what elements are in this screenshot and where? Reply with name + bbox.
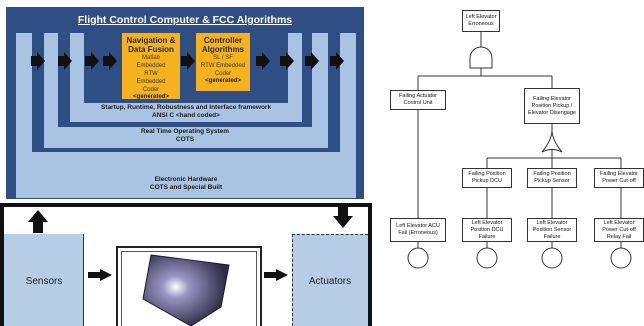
arrow-right-icon (256, 52, 270, 70)
aircraft-model-image (142, 254, 230, 326)
controller-algorithms-box: Controller Algorithms SL / SF RTW Embedd… (196, 33, 250, 91)
ft-left-branch: Failing Actuator Control Unit (390, 90, 446, 110)
nav-tag: <generated> (133, 94, 169, 100)
arrow-right-icon (85, 52, 99, 70)
hardware-label-2: COTS and Special Built (149, 184, 223, 191)
arrow-right-icon (305, 52, 319, 70)
ft-basic-event-2: Left Elevator Position Sensor Failure (527, 218, 577, 242)
fault-tree-lines (407, 32, 632, 269)
sensors-label: Sensors (25, 276, 63, 287)
basic-event-icon (610, 247, 632, 269)
framework-label-2: ANSI C <hand coded> (152, 112, 220, 119)
arrow-right-icon (31, 52, 45, 70)
and-gate-icon (469, 46, 493, 69)
ft-mid-event-1: Failing Position Pickup Sensor (527, 168, 577, 188)
ctrl-body-1: RTW Embedded (200, 63, 246, 69)
sensors-box (4, 234, 84, 326)
basic-event-icon (407, 247, 429, 269)
ft-mid-event-0: Failing Position Pickup DCU (462, 168, 512, 188)
fault-tree: Left Elevator Erroneous Failing Actuator… (384, 0, 644, 326)
ft-basic-event-0: Left Elevator ACU Fail (Erroneous) (390, 218, 446, 242)
or-gate-icon (541, 129, 563, 153)
rtos-label-2: COTS (175, 136, 195, 143)
arrow-left-icon (264, 269, 288, 281)
ctrl-tag: <generated> (205, 78, 241, 84)
actuators-box (292, 234, 368, 326)
arrow-right-icon (58, 52, 72, 70)
nav-title: Navigation & Data Fusion (126, 36, 176, 54)
arrow-right-icon (103, 52, 117, 70)
actuators-label: Actuators (308, 276, 352, 287)
hardware-label-1: Electronic Hardware (154, 176, 218, 183)
ctrl-body-0: SL / SF (213, 55, 233, 61)
nav-body-0: Matlab (141, 55, 160, 61)
ft-right-branch: Failing Elevator Position Pickup / Eleva… (524, 88, 580, 124)
loop-arrows (28, 205, 353, 281)
fcc-title: Flight Control Computer & FCC Algorithms (77, 14, 293, 26)
basic-event-icon (541, 247, 563, 269)
rtos-label-1: Real Time Operating System (140, 128, 230, 135)
nav-data-fusion-box: Navigation & Data Fusion Matlab Embedded… (122, 33, 180, 100)
ft-mid-event-2: Failing Elevator Power Cut-off (594, 168, 644, 188)
arrow-up-icon (28, 210, 48, 233)
nav-body-3: Embedded (136, 79, 166, 85)
arrow-right-icon (280, 52, 294, 70)
fcc-diagram: Flight Control Computer & FCC Algorithms… (0, 7, 372, 326)
arrow-right-icon (330, 52, 344, 70)
basic-event-icon (476, 247, 498, 269)
ctrl-title: Controller Algorithms (201, 36, 245, 54)
fcc-layers (16, 33, 356, 198)
ft-top-event: Left Elevator Erroneous (462, 10, 500, 32)
nav-body-2: RTW (144, 71, 158, 77)
ft-basic-event-3: Left Elevator Power Cut-off Relay Fail (594, 218, 644, 242)
ctrl-body-2: Coder (214, 71, 232, 77)
nav-body-4: Coder (142, 87, 160, 93)
ft-basic-event-1: Left Elevator Position DCU Failure (462, 218, 512, 242)
arrow-down-icon (333, 205, 353, 228)
arrow-right-icon (181, 52, 195, 70)
flow-arrows (31, 52, 344, 70)
aircraft-model-inner-frame (121, 251, 257, 326)
framework-label-1: Startup, Runtime, Robustness and Interfa… (100, 104, 272, 111)
nav-body-1: Embedded (136, 63, 166, 69)
arrow-left-icon (88, 269, 112, 281)
